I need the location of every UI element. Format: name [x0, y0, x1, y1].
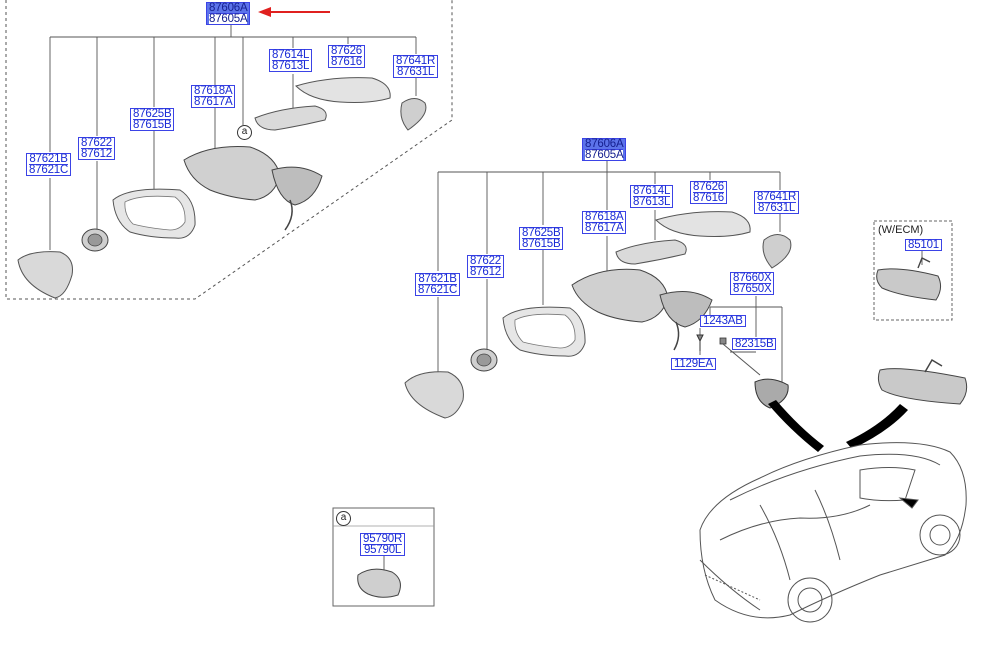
left-garnish-shape [254, 105, 327, 131]
left-side-lamp-label[interactable]: 87641R 87631L [393, 55, 439, 78]
right-garnish-label[interactable]: 87614L 87613L [630, 185, 674, 208]
right-side-lamp-label[interactable]: 87641R 87631L [754, 191, 800, 214]
left-bezel-label[interactable]: 87625B 87615B [130, 108, 175, 131]
right-bezel-part-2[interactable]: 87615B [522, 238, 561, 250]
right-bezel-label[interactable]: 87625B 87615B [519, 227, 564, 250]
right-mirror-glass-part-1[interactable]: 87621B [418, 273, 457, 285]
left-actuator-label[interactable]: 87622 87612 [78, 137, 115, 160]
left-leader-lines [49, 24, 417, 250]
inside-mirror-part-2[interactable]: 87650X [733, 283, 772, 295]
right-actuator-shape [470, 348, 498, 372]
left-side-lamp-part-1[interactable]: 87641R [396, 55, 436, 67]
right-actuator-part-2[interactable]: 87612 [470, 266, 501, 278]
right-assembly-part-2[interactable]: 87605A [585, 149, 624, 161]
left-group-boundary [5, 0, 453, 300]
screw-shape [696, 334, 704, 351]
left-cap-part-1[interactable]: 87626 [331, 45, 362, 57]
inside-mirror-label[interactable]: 87660X 87650X [730, 272, 775, 295]
bolt-shape [719, 337, 761, 376]
detail-box-ref-marker: a [336, 511, 351, 526]
right-actuator-part-1[interactable]: 87622 [470, 255, 501, 267]
left-housing-part-2[interactable]: 87617A [194, 96, 233, 108]
right-housing-part-1[interactable]: 87618A [585, 211, 624, 223]
left-actuator-shape [81, 228, 109, 252]
left-cap-part-2[interactable]: 87616 [331, 56, 362, 68]
right-garnish-part-1[interactable]: 87614L [633, 185, 671, 197]
left-detail-ref-marker: a [237, 125, 252, 140]
right-mirror-glass-part-2[interactable]: 87621C [418, 284, 458, 296]
right-side-lamp-part-1[interactable]: 87641R [757, 191, 797, 203]
left-housing-label[interactable]: 87618A 87617A [191, 85, 236, 108]
inside-mirror-shape [877, 358, 968, 405]
cover-label[interactable]: 82315B [732, 338, 777, 350]
left-cap-shape [295, 77, 391, 103]
detail-box-part-2[interactable]: 95790L [363, 544, 403, 556]
ecm-part-label[interactable]: 85101 [905, 239, 942, 251]
left-side-lamp-part-2[interactable]: 87631L [396, 66, 436, 78]
right-actuator-label[interactable]: 87622 87612 [467, 255, 504, 278]
screw-part[interactable]: 1129EA [674, 358, 713, 370]
right-cap-part-1[interactable]: 87626 [693, 181, 724, 193]
left-housing-shape [183, 146, 323, 231]
right-cap-part-2[interactable]: 87616 [693, 192, 724, 204]
right-side-lamp-part-2[interactable]: 87631L [757, 202, 797, 214]
left-assembly-part-2[interactable]: 87605A [209, 13, 248, 25]
left-bezel-part-1[interactable]: 87625B [133, 108, 172, 120]
left-actuator-part-2[interactable]: 87612 [81, 148, 112, 160]
vehicle-illustration [699, 442, 967, 623]
right-housing-shape [571, 268, 713, 351]
right-mirror-glass-shape [404, 371, 464, 419]
ecm-box-title: (W/ECM) [878, 224, 924, 236]
ecm-part[interactable]: 85101 [908, 239, 939, 251]
left-side-lamp-shape [400, 98, 427, 131]
left-garnish-part-2[interactable]: 87613L [272, 60, 310, 72]
right-cap-label[interactable]: 87626 87616 [690, 181, 727, 204]
screw-label[interactable]: 1129EA [671, 358, 716, 370]
left-actuator-part-1[interactable]: 87622 [81, 137, 112, 149]
ecm-box-frame [873, 220, 953, 321]
right-housing-label[interactable]: 87618A 87617A [582, 211, 627, 234]
left-cap-label[interactable]: 87626 87616 [328, 45, 365, 68]
bolt-label[interactable]: 1243AB [700, 315, 746, 327]
left-garnish-part-1[interactable]: 87614L [272, 49, 310, 61]
detail-box-frame [332, 507, 435, 607]
inside-mirror-part-1[interactable]: 87660X [733, 272, 772, 284]
right-assembly-label[interactable]: 87606A 87605A [582, 138, 627, 161]
left-housing-part-1[interactable]: 87618A [194, 85, 233, 97]
left-assembly-part-1[interactable]: 87606A [209, 2, 248, 14]
right-assembly-part-1[interactable]: 87606A [585, 138, 624, 150]
cover-shape [754, 378, 789, 409]
right-garnish-shape [615, 239, 687, 265]
right-cap-shape [655, 211, 751, 237]
right-garnish-part-2[interactable]: 87613L [633, 196, 671, 208]
left-mirror-glass-part-1[interactable]: 87621B [29, 153, 68, 165]
left-mirror-glass-label[interactable]: 87621B 87621C [26, 153, 72, 176]
left-assembly-label[interactable]: 87606A 87605A [206, 2, 251, 25]
left-bezel-shape [112, 188, 196, 239]
right-leader-lines [437, 160, 783, 382]
right-housing-part-2[interactable]: 87617A [585, 222, 624, 234]
bolt-part[interactable]: 1243AB [703, 315, 743, 327]
red-arrow [258, 7, 330, 17]
right-bezel-shape [502, 306, 586, 357]
right-bezel-part-1[interactable]: 87625B [522, 227, 561, 239]
cover-part[interactable]: 82315B [735, 338, 774, 350]
right-side-lamp-shape [762, 234, 792, 269]
left-bezel-part-2[interactable]: 87615B [133, 119, 172, 131]
left-mirror-glass-part-2[interactable]: 87621C [29, 164, 69, 176]
detail-box-part-label[interactable]: 95790R 95790L [360, 533, 406, 556]
detail-box-part-1[interactable]: 95790R [363, 533, 403, 545]
right-mirror-glass-label[interactable]: 87621B 87621C [415, 273, 461, 296]
left-mirror-glass-shape [17, 251, 73, 299]
left-garnish-label[interactable]: 87614L 87613L [269, 49, 313, 72]
